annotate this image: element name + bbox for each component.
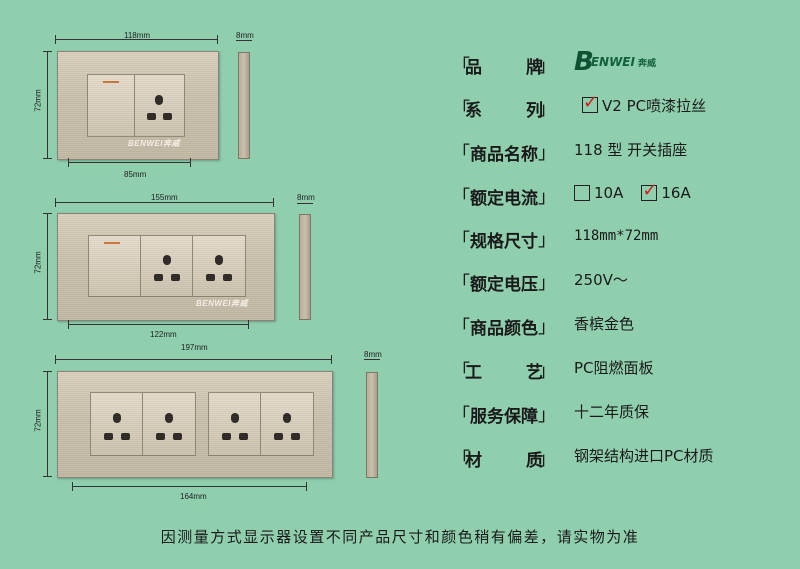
- p3-height-label: 72mm: [33, 409, 43, 432]
- spec-row-series: 「 系列 」 ✓ V2 PC喷漆拉丝: [452, 88, 706, 122]
- spec-row-service: 「 服务保障 」 十二年质保: [452, 394, 649, 428]
- p2-depth-label: 8mm: [297, 193, 315, 202]
- spec-value-size: 118mm*72mm: [574, 228, 659, 244]
- logo-text: ENWEI: [590, 55, 635, 69]
- universal-socket: [140, 235, 194, 297]
- spec-label-service: 「 服务保障 」: [452, 405, 556, 427]
- spec-label-color: 「 商品颜色 」: [452, 317, 556, 339]
- panel-3-side-view: [366, 372, 378, 478]
- spec-row-product-name: 「 商品名称 」 118 型 开关插座: [452, 132, 687, 166]
- spec-label-craft: 「 工艺 」: [452, 361, 556, 383]
- universal-socket: [142, 392, 196, 456]
- indicator-led: [103, 81, 119, 83]
- check-icon: ✓: [583, 92, 599, 113]
- p1-depth-label: 8mm: [236, 31, 254, 40]
- disclaimer-footer: 因测量方式显示器设置不同产品尺寸和颜色稍有偏差，请实物为准: [160, 528, 640, 546]
- spec-row-material: 「 材质 」 钢架结构进口PC材质: [452, 438, 714, 472]
- universal-socket: [90, 392, 144, 456]
- switch-socket-panel-1: BENWEI奔威: [57, 51, 219, 160]
- spec-row-color: 「 商品颜色 」 香槟金色: [452, 306, 634, 340]
- logo-b: B: [574, 47, 594, 77]
- universal-socket: [260, 392, 314, 456]
- spec-value-voltage: 250V～: [574, 270, 628, 289]
- spec-label-current: 「 额定电流 」: [452, 187, 556, 209]
- checkbox-checked: ✓: [641, 180, 658, 201]
- spec-label-voltage: 「 额定电压 」: [452, 273, 556, 295]
- p1-inner-label: 85mm: [124, 170, 147, 179]
- switch-button: [87, 74, 136, 137]
- spec-label-material: 「 材质 」: [452, 449, 556, 471]
- switch-socket-panel-2: BENWEI奔威: [57, 213, 275, 321]
- universal-socket: [192, 235, 246, 297]
- panel-2-side-view: [299, 214, 311, 320]
- p2-width-label: 155mm: [151, 193, 178, 202]
- spec-value-color: 香槟金色: [574, 314, 635, 333]
- spec-value-craft: PC阻燃面板: [574, 358, 654, 377]
- spec-label-brand: 「 品牌 」: [452, 56, 556, 78]
- p2-height-label: 72mm: [33, 251, 43, 274]
- p1-width-label: 118mm: [124, 31, 151, 40]
- spec-value-material: 钢架结构进口PC材质: [574, 446, 714, 465]
- spec-value-product-name: 118 型 开关插座: [574, 140, 688, 159]
- spec-row-size: 「 规格尺寸 」 118mm*72mm: [452, 219, 658, 253]
- indicator-led: [104, 242, 120, 244]
- brand-logo: B ENWEI 奔威: [574, 47, 656, 77]
- p2-inner-label: 122mm: [150, 330, 177, 339]
- spec-label-product-name: 「 商品名称 」: [452, 143, 556, 165]
- spec-value-current: 10A ✓ 16A: [574, 180, 691, 202]
- spec-row-brand: 「 品牌 」 B ENWEI 奔威: [452, 45, 656, 79]
- universal-socket: [208, 392, 262, 456]
- spec-row-current: 「 额定电流 」 10A ✓ 16A: [452, 176, 691, 210]
- panel-1-side-view: [238, 52, 250, 159]
- p3-depth-label: 8mm: [364, 350, 382, 359]
- check-icon: ✓: [642, 180, 658, 201]
- spec-row-voltage: 「 额定电压 」 250V～: [452, 262, 628, 296]
- spec-value-series: ✓ V2 PC喷漆拉丝: [582, 92, 707, 115]
- spec-label-size: 「 规格尺寸 」: [452, 230, 556, 252]
- logo-cn: 奔威: [637, 58, 656, 69]
- socket-panel-3: [57, 371, 333, 478]
- panel-brand-mark: BENWEI奔威: [196, 299, 248, 308]
- spec-value-service: 十二年质保: [574, 402, 650, 421]
- checkbox-unchecked: [574, 185, 590, 201]
- p1-height-label: 72mm: [33, 89, 43, 112]
- switch-button: [88, 235, 142, 297]
- panel-brand-mark: BENWEI奔威: [128, 139, 180, 148]
- universal-socket: [134, 74, 185, 137]
- p3-width-label: 197mm: [181, 343, 208, 352]
- spec-label-series: 「 系列 」: [452, 99, 556, 121]
- spec-row-craft: 「 工艺 」 PC阻燃面板: [452, 350, 654, 384]
- p3-inner-label: 164mm: [180, 492, 207, 501]
- checkbox-checked: ✓: [582, 92, 599, 113]
